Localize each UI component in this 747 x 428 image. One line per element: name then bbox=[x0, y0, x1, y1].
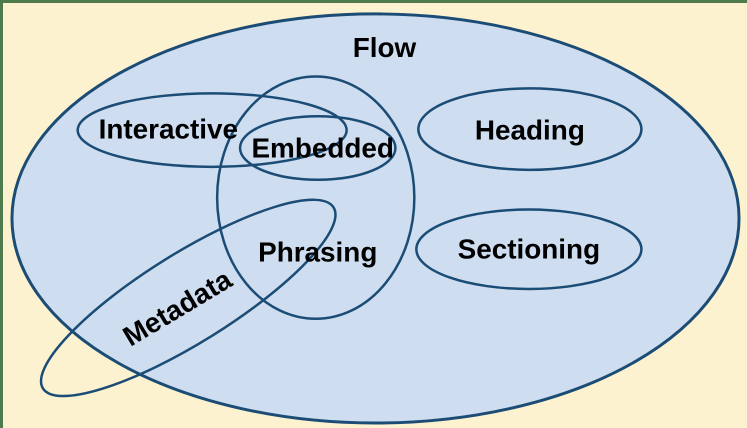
sectioning-ellipse bbox=[415, 208, 643, 291]
flow-ellipse bbox=[10, 12, 741, 425]
label-flow: Flow bbox=[353, 32, 417, 63]
label-phrasing: Phrasing bbox=[258, 237, 377, 268]
venn-diagram: Flow Interactive Embedded Heading Phrasi… bbox=[10, 12, 741, 425]
label-interactive: Interactive bbox=[99, 114, 238, 145]
metadata-ellipse bbox=[39, 198, 337, 398]
label-sectioning: Sectioning bbox=[458, 234, 600, 265]
label-heading: Heading bbox=[475, 115, 585, 146]
label-embedded: Embedded bbox=[251, 132, 393, 163]
phrasing-ellipse bbox=[215, 75, 416, 321]
embedded-ellipse bbox=[238, 114, 397, 181]
heading-ellipse bbox=[417, 87, 643, 172]
interactive-ellipse bbox=[76, 92, 348, 169]
